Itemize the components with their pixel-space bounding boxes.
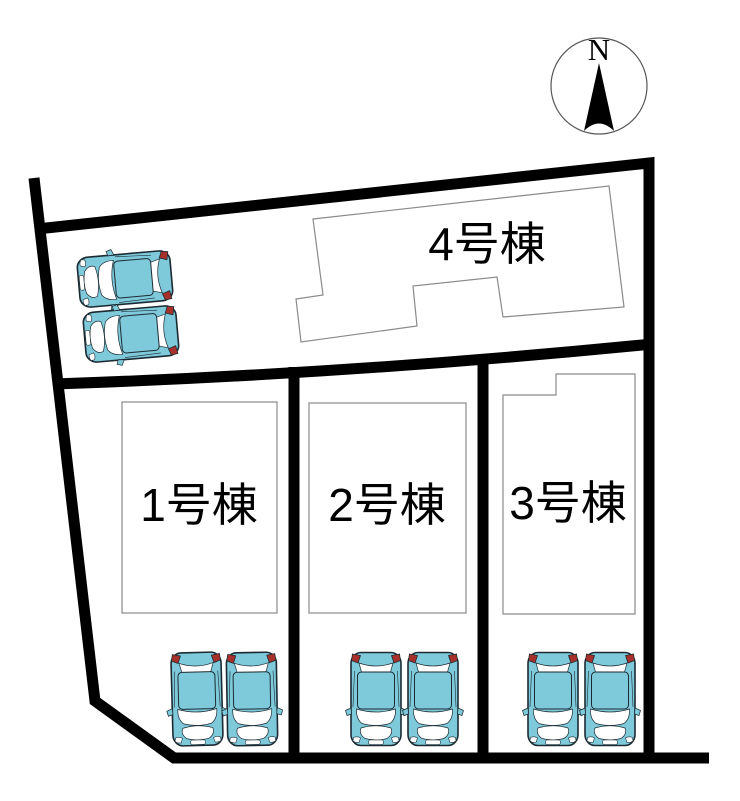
car-plot1-left <box>164 650 230 748</box>
boundary-left-bottom <box>28 177 709 764</box>
car-plot2-left <box>344 651 408 747</box>
car-plot2-right <box>401 651 465 747</box>
car-plot3-left <box>521 651 585 747</box>
building-labels: 4号棟 1号棟 2号棟 3号棟 <box>140 218 627 531</box>
building-3-label: 3号棟 <box>509 477 627 529</box>
site-boundary <box>28 156 709 764</box>
car-side-area-2 <box>81 298 181 370</box>
building-4-footprint <box>295 185 625 343</box>
building-1-label: 1号棟 <box>140 479 258 531</box>
building-1-footprint <box>121 401 278 614</box>
building-3-footprint <box>502 373 636 615</box>
building-4-label: 4号棟 <box>428 218 546 270</box>
car-plot3-right <box>578 651 642 747</box>
boundary-top-right <box>36 156 655 763</box>
compass-north-label: N <box>588 32 610 67</box>
divider-upper-section <box>53 338 653 390</box>
compass: N <box>550 32 648 135</box>
building-2-label: 2号棟 <box>328 479 446 531</box>
car-plot1-right <box>219 651 285 747</box>
building-2-footprint <box>308 402 467 614</box>
building-footprints <box>121 185 636 615</box>
compass-needle-icon <box>584 63 614 131</box>
car-side-area-1 <box>75 243 175 315</box>
